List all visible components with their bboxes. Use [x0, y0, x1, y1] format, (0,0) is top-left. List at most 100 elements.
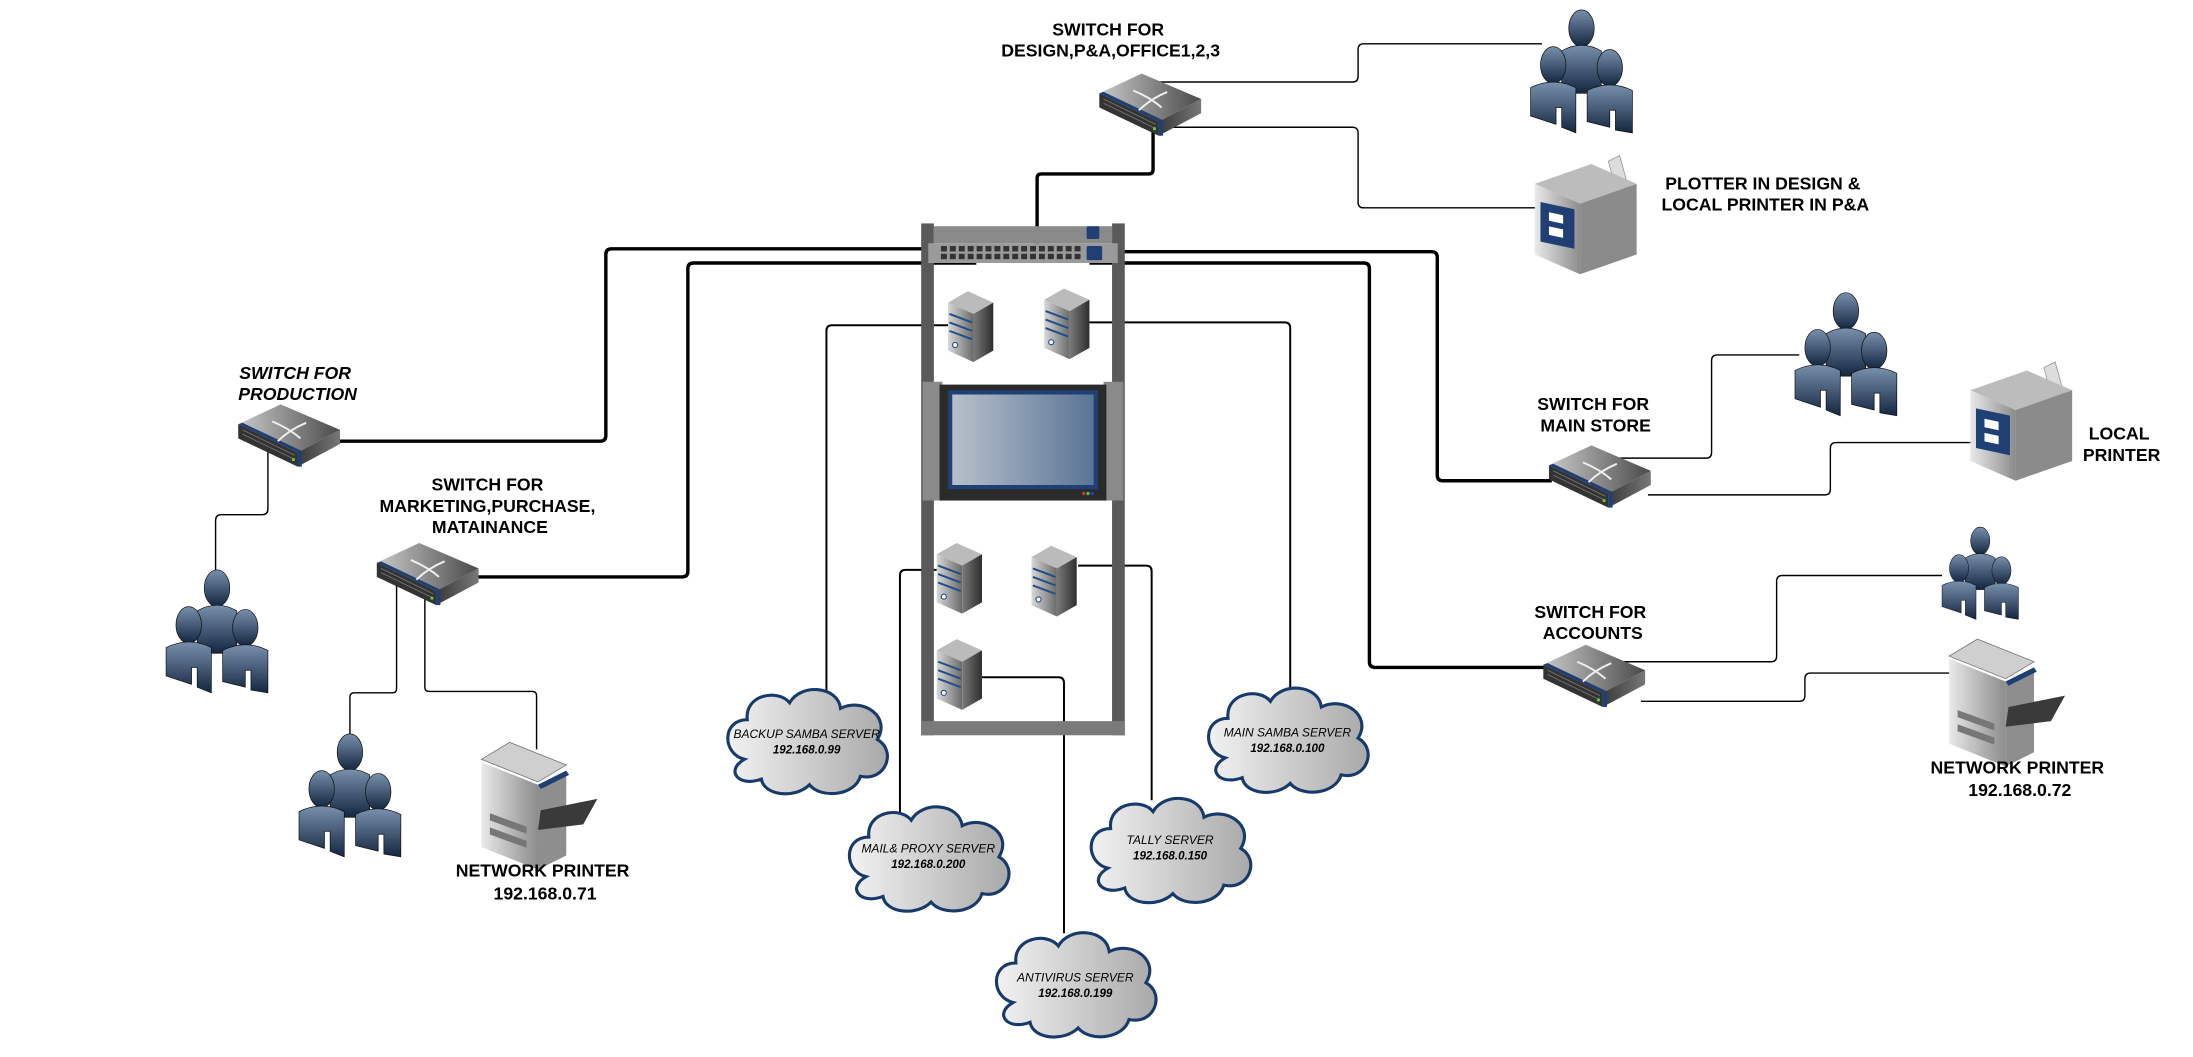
switch-icon-production[interactable] — [237, 403, 342, 468]
monitor-screen — [952, 394, 1094, 485]
cloud-ip: 192.168.0.150 — [1133, 851, 1208, 863]
cloud-ip: 192.168.0.199 — [1038, 988, 1113, 1000]
cable-antivirus — [980, 676, 1065, 934]
cloud-name: ANTIVIRUS SERVER — [1016, 970, 1134, 984]
cable-core-mainstore — [1089, 249, 1552, 483]
server-icon-backup — [947, 290, 995, 363]
users-icon-design — [1530, 9, 1633, 134]
cables — [214, 43, 1974, 934]
switch-port — [1056, 246, 1063, 252]
switch-port — [1074, 253, 1081, 260]
cable-design-plotter — [1160, 126, 1540, 209]
label-switch-design: SWITCH FOR DESIGN,P&A,OFFICE1,2,3 — [1001, 19, 1220, 60]
cloud-ip: 192.168.0.100 — [1250, 743, 1325, 755]
switch-port — [1003, 246, 1010, 252]
label-switch-production: SWITCH FOR PRODUCTION — [238, 363, 358, 404]
cloud-name: MAIN SAMBA SERVER — [1224, 726, 1352, 740]
cloud-mail-proxy[interactable]: MAIL& PROXY SERVER 192.168.0.200 — [847, 805, 1011, 913]
cable-core-marketing — [477, 261, 977, 579]
label-switch-accounts: SWITCH FOR ACCOUNTS — [1534, 602, 1651, 643]
switch-port — [958, 253, 965, 260]
switch-port — [1021, 246, 1028, 252]
switch-port — [1065, 246, 1072, 252]
cloud-name: TALLY SERVER — [1127, 833, 1214, 847]
cable-marketing-people — [349, 579, 398, 736]
switch-port — [967, 253, 974, 260]
switch-port — [1003, 253, 1010, 260]
server-icon-antivirus — [935, 638, 983, 711]
switch-port — [1030, 246, 1036, 252]
switch-port — [940, 246, 947, 252]
switch-port — [1065, 253, 1072, 260]
switch-port — [985, 253, 992, 260]
cloud-main-samba[interactable]: MAIN SAMBA SERVER 192.168.0.100 — [1206, 686, 1370, 794]
switch-port — [958, 246, 965, 252]
users-icon-accounts — [1941, 526, 2019, 620]
cable-mainstore-printer — [1647, 441, 1974, 496]
users-icon-production — [165, 569, 269, 694]
cloud-name: BACKUP SAMBA SERVER — [733, 727, 880, 741]
cloud-tally[interactable]: TALLY SERVER 192.168.0.150 — [1089, 796, 1253, 905]
cloud-backup-samba[interactable]: BACKUP SAMBA SERVER 192.168.0.99 — [726, 687, 889, 796]
switch-port — [1047, 253, 1054, 260]
switch-port — [1038, 246, 1045, 252]
switch-port — [1038, 253, 1045, 260]
switch-port — [985, 246, 992, 252]
server-icon-mail — [935, 541, 983, 615]
switch-port — [1021, 253, 1028, 260]
cable-accounts-printer — [1640, 672, 1952, 703]
label-switch-marketing: SWITCH FOR MARKETING,PURCHASE, MATAINANC… — [380, 475, 601, 537]
cable-mail-proxy — [898, 568, 937, 823]
cable-marketing-printer — [424, 585, 538, 750]
switch-icon-design[interactable] — [1098, 72, 1203, 137]
cable-backup-samba — [825, 324, 949, 696]
switch-port — [1074, 246, 1081, 252]
label-printer-local: LOCAL PRINTER — [2083, 424, 2161, 465]
switch-port — [967, 246, 974, 252]
switch-port — [940, 253, 947, 260]
switch-port — [976, 246, 983, 252]
printer-icon-network-72[interactable] — [1948, 638, 2066, 768]
cable-core-production — [340, 247, 977, 443]
users-icon-mainstore — [1794, 292, 1898, 417]
server-icon-tally — [1030, 544, 1078, 618]
cable-core-design — [1035, 130, 1155, 255]
switch-icon-accounts[interactable] — [1542, 643, 1647, 708]
server-rack — [921, 223, 1125, 736]
cloud-ip: 192.168.0.200 — [891, 859, 966, 871]
cable-production-people — [214, 421, 269, 573]
switch-port — [949, 246, 956, 252]
label-printer-plotter: PLOTTER IN DESIGN & LOCAL PRINTER IN P&A — [1661, 173, 1869, 214]
cloud-ip: 192.168.0.99 — [773, 745, 841, 757]
switch-port — [949, 253, 956, 260]
switch-icon-marketing[interactable] — [375, 541, 480, 607]
printer-icon-local[interactable] — [1969, 361, 2073, 482]
switch-port — [1012, 253, 1019, 260]
cable-tally — [1078, 564, 1153, 801]
cable-main-samba — [1089, 321, 1292, 691]
label-printer-network-72: NETWORK PRINTER 192.168.0.72 — [1931, 757, 2110, 800]
cable-design-people — [1148, 43, 1542, 83]
cable-core-accounts — [1089, 261, 1547, 670]
switch-port — [1056, 253, 1063, 260]
switch-port — [994, 246, 1001, 252]
switch-port — [1030, 253, 1036, 260]
printer-icon-plotter[interactable] — [1534, 154, 1638, 276]
users-icon-marketing — [298, 733, 402, 858]
switch-port — [1012, 246, 1019, 252]
printer-icon-network-71[interactable] — [480, 741, 599, 871]
cable-mainstore-people — [1598, 354, 1800, 459]
switch-port — [976, 253, 983, 260]
switch-port — [994, 253, 1001, 260]
label-printer-network-71: NETWORK PRINTER 192.168.0.71 — [456, 861, 635, 904]
switch-port — [1047, 246, 1054, 252]
cloud-antivirus[interactable]: ANTIVIRUS SERVER 192.168.0.199 — [994, 931, 1158, 1039]
server-icon-main — [1043, 287, 1091, 361]
cable-accounts-people — [1598, 574, 1943, 663]
rack-patch-panel — [933, 226, 1113, 244]
label-switch-mainstore: SWITCH FOR MAIN STORE — [1537, 394, 1654, 435]
switch-icon-mainstore[interactable] — [1547, 444, 1652, 509]
cloud-name: MAIL& PROXY SERVER — [861, 842, 995, 856]
